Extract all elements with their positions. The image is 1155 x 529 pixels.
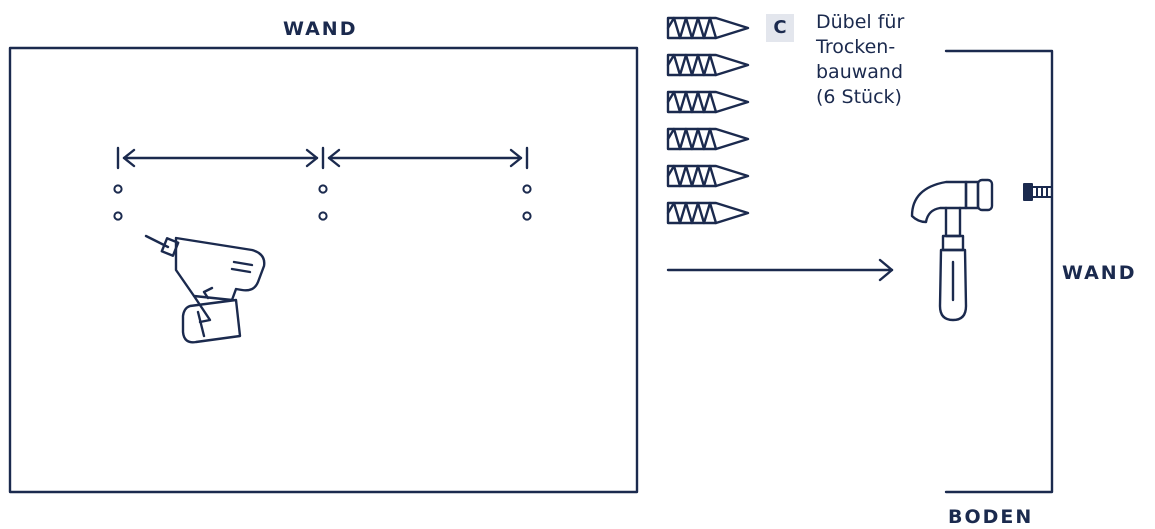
drywall-anchor-icon [666,90,750,114]
drill-hole-marks [113,184,532,221]
spacing-dimension [116,146,529,170]
drywall-anchor-icon [666,16,750,40]
part-description-line: (6 Stück) [816,86,902,108]
wall-panel [8,46,639,494]
part-description-line: Trocken- [816,36,896,58]
drywall-anchor-icon [666,164,750,188]
process-arrow [666,258,894,282]
part-description-line: Dübel für [816,11,905,33]
wall-title: WAND [283,18,358,40]
floor-label: BODEN [948,506,1034,528]
part-description: Dübel für Trocken- bauwand (6 Stück) [816,10,946,110]
side-view-wall [944,49,1054,494]
inserted-anchor-icon [1023,183,1053,201]
drywall-anchor-icon [666,127,750,151]
part-letter-badge: C [766,14,794,42]
drill-icon [144,234,266,344]
drywall-anchor-icon [666,201,750,225]
drywall-anchor-icon [666,53,750,77]
part-description-line: bauwand [816,61,904,83]
drywall-anchors [666,16,750,225]
wall-side-label: WAND [1062,262,1137,284]
hammer-icon [910,178,994,322]
